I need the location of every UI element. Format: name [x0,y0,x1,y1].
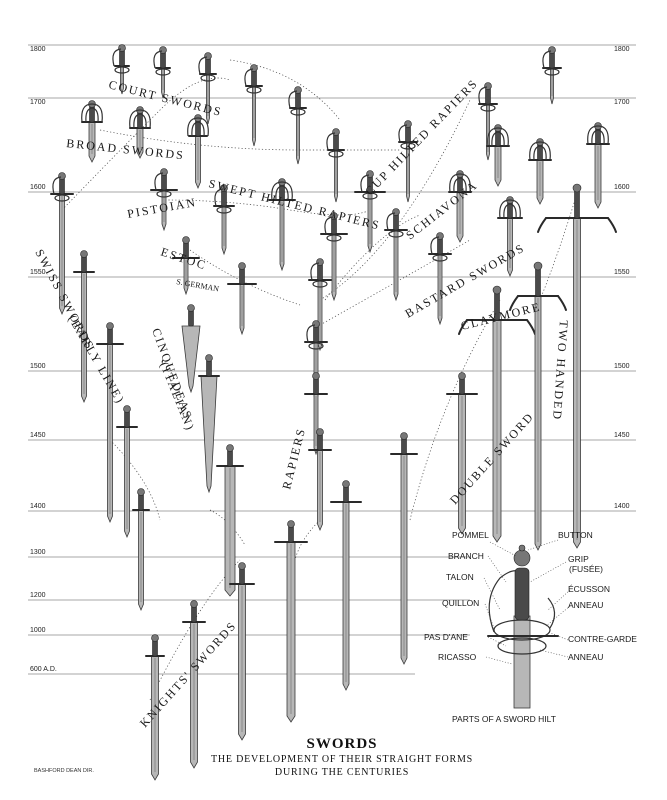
sword-illustration [537,183,617,549]
sword-illustration [330,480,362,691]
part-label-anneau: ANNEAU [568,600,603,610]
sword-illustration [308,428,332,532]
year-label: 1700 [30,99,46,106]
hilt-parts-diagram: POMMEL BUTTON BRANCH GRIP (FUSÉE) TALON … [424,530,637,724]
part-label-talon: TALON [446,572,474,582]
sword-illustration [145,634,165,781]
sword-illustration [227,262,257,336]
sword-illustration [150,168,178,232]
sword-illustration [326,128,345,203]
sword-illustration [288,86,307,165]
sword-illustration [586,122,610,209]
year-label: 1450 [614,432,630,439]
sword-illustration [304,372,328,456]
sword-illustration [96,322,124,524]
group-label-s-german: S. GERMAN [176,277,220,293]
sword-illustration [229,562,255,741]
sword-illustration [446,372,478,535]
right-year-axis: 1800 1700 1600 1550 1500 1450 1400 [614,46,630,510]
part-label-quillon: QUILLON [442,598,479,608]
year-label: 1000 [30,627,46,634]
hilt-parts-caption: PARTS OF A SWORD HILT [452,714,556,724]
year-label: 1600 [30,184,46,191]
group-label-swept-hilted-rapiers: SWEPT HILTED RAPIERS [207,176,382,232]
part-label-pas-dane: PAS D'ANE [424,632,468,642]
year-label: 1800 [614,46,630,53]
year-label: 1700 [614,99,630,106]
sword-illustration [308,258,332,352]
year-label: 1550 [614,269,630,276]
sword-collection [50,44,617,781]
year-label: 1550 [30,269,46,276]
year-label: 1800 [30,46,46,53]
sword-illustration [354,170,386,254]
sword-illustration [390,432,418,665]
sword-illustration [216,444,244,597]
sword-illustration [448,170,472,243]
sword-illustration [187,114,209,190]
sword-illustration [244,64,263,147]
group-label-rapiers: RAPIERS [279,426,308,491]
part-label-pommel: POMMEL [452,530,489,540]
year-label: 1450 [30,432,46,439]
group-label-schiavona: SCHIAVONA [403,178,480,243]
part-label-fusee: (FUSÉE) [569,564,603,574]
sword-illustration [112,44,130,95]
sword-illustration [268,178,296,272]
figure-subtitle-line-2: DURING THE CENTURIES [275,767,409,778]
sword-illustration [132,488,150,612]
sword-illustration [398,120,418,203]
sword-illustration [458,285,536,543]
part-label-button: BUTTON [558,530,593,540]
sword-illustration [486,124,510,187]
group-label-early-line: (EARLY LINE) [65,313,127,407]
group-labels: COURT SWORDS BROAD SWORDS CUP HILTED RAP… [32,76,571,730]
year-label: 600 A.D. [30,666,57,673]
hilt-illustration [487,544,559,709]
sword-illustration [181,304,201,394]
sword-illustration [320,212,348,302]
left-year-axis: 1800 1700 1600 1550 1500 1450 1400 1300 … [30,46,57,673]
sword-illustration [172,236,200,296]
year-label: 1400 [614,503,630,510]
year-label: 1300 [30,549,46,556]
sword-illustration [384,208,408,302]
figure-title: SWORDS [306,736,377,752]
sword-illustration [198,354,220,494]
part-label-branch: BRANCH [448,551,484,561]
part-label-ricasso: RICASSO [438,652,477,662]
title-block: SWORDS THE DEVELOPMENT OF THEIR STRAIGHT… [34,736,473,778]
year-label: 1500 [30,363,46,370]
year-label: 1500 [614,363,630,370]
part-label-ecusson: ÉCUSSON [568,584,610,594]
sword-illustration [81,100,103,163]
group-label-two-handed: TWO HANDED [550,320,571,422]
sword-illustration [542,46,562,105]
sword-illustration [478,82,498,161]
sword-illustration [116,405,138,539]
sword-illustration [528,138,552,205]
year-label: 1400 [30,503,46,510]
year-label: 1600 [614,184,630,191]
sword-illustration [497,196,523,278]
sword-illustration [50,172,74,316]
sword-illustration [73,250,95,404]
sword-illustration [129,106,151,159]
sword-illustration [182,600,206,769]
figure-subtitle-line-1: THE DEVELOPMENT OF THEIR STRAIGHT FORMS [211,754,473,765]
sword-illustration [428,232,452,326]
sword-illustration [213,184,235,256]
sword-illustration [274,520,308,723]
sword-illustration [153,46,171,99]
part-label-anneau-lower: ANNEAU [568,652,603,662]
sword-illustration [509,261,567,551]
year-gridlines [28,44,636,675]
part-label-contre-garde: CONTRE-GARDE [568,634,637,644]
part-label-grip: GRIP [568,554,589,564]
year-label: 1200 [30,592,46,599]
sword-illustration [198,52,217,125]
figure-credit: BASHFORD DEAN DIR. [34,768,94,774]
group-label-broad-swords: BROAD SWORDS [66,136,186,162]
